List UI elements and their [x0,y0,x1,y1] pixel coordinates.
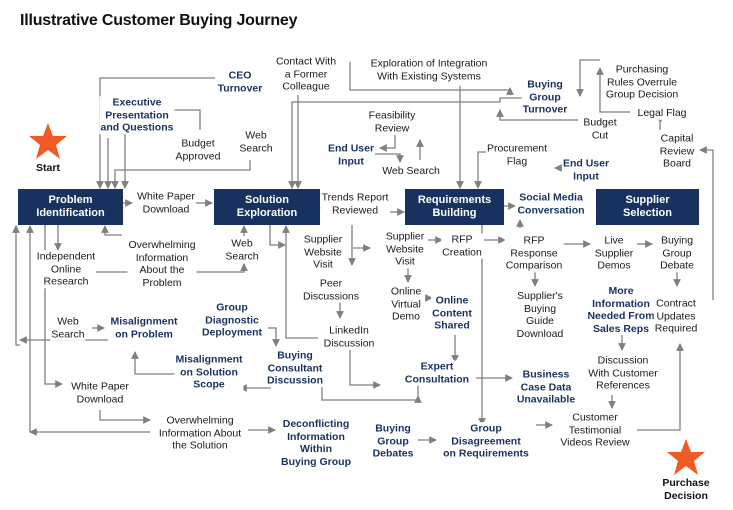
page-title: Illustrative Customer Buying Journey [20,12,298,29]
node-web-search-mid: Web Search [381,164,441,178]
node-supplier-website-2: Supplier Website Visit [384,230,426,268]
node-group-disagreement: Group Disagreement on Requirements [442,422,530,460]
node-legal-flag: Legal Flag [636,106,688,120]
purchase-decision-label: Purchase Decision [662,477,710,502]
node-linkedin-discussion: LinkedIn Discussion [322,324,376,350]
node-peer-discussions: Peer Discussions [301,277,361,303]
start-star-icon [29,123,67,159]
node-buying-group-turnover: Buying Group Turnover [521,78,569,116]
node-executive-presentation: Executive Presentation and Questions [99,96,175,134]
node-social-media-conversation: Social Media Conversation [516,191,586,217]
node-budget-cut: Budget Cut [582,116,618,142]
node-feasibility-review: Feasibility Review [367,109,417,135]
node-procurement-flag: Procurement Flag [485,142,549,168]
purchase-star-icon [667,439,705,475]
start-label: Start [36,162,60,174]
node-buying-group-debate: Buying Group Debate [659,234,695,272]
stage-problem-identification: Problem Identification [18,189,123,225]
stage-supplier-selection: Supplier Selection [596,189,699,225]
node-supplier-website-1: Supplier Website Visit [302,233,344,271]
node-purchasing-rules: Purchasing Rules Overrule Group Decision [604,63,680,101]
node-white-paper-download-2: White Paper Download [70,380,130,406]
node-suppliers-buying-guide: Supplier's Buying Guide Download [515,290,565,340]
node-end-user-input-1: End User Input [326,142,376,168]
node-web-search-2: Web Search [224,237,260,263]
node-overwhelming-solution: Overwhelming Information About the Solut… [157,414,243,452]
node-online-virtual-demo: Online Virtual Demo [389,285,423,323]
node-rfp-response: RFP Response Comparison [504,234,564,272]
node-discussion-customer-references: Discussion With Customer References [587,354,659,392]
node-group-diagnostic-deployment: Group Diagnostic Deployment [200,301,264,339]
node-capital-review-board: Capital Review Board [658,132,696,170]
node-misalignment-solution: Misalignment on Solution Scope [174,353,244,391]
node-contact-former-colleague: Contact With a Former Colleague [274,55,338,93]
node-misalignment-problem: Misalignment on Problem [109,315,179,341]
stage-solution-exploration: Solution Exploration [214,189,320,225]
node-live-supplier-demos: Live Supplier Demos [593,234,635,272]
node-contract-updates: Contract Updates Required [653,297,699,335]
node-web-search-top: Web Search [238,129,274,155]
node-overwhelming-problem: Overwhelming Information About the Probl… [127,239,197,289]
node-trends-report: Trends Report Reviewed [320,191,390,217]
node-deconflicting-information: Deconflicting Information Within Buying … [280,418,352,468]
node-buying-consultant-discussion: Buying Consultant Discussion [265,349,325,387]
node-online-content-shared: Online Content Shared [431,294,473,332]
node-customer-testimonial: Customer Testimonial Videos Review [559,411,631,449]
node-exploration-integration: Exploration of Integration With Existing… [369,57,489,83]
node-web-search-3: Web Search [50,315,86,341]
node-buying-group-debates: Buying Group Debates [371,422,415,460]
node-end-user-input-2: End User Input [561,157,611,183]
node-more-information: More Information Needed From Sales Reps [586,285,656,335]
stage-requirements-building: Requirements Building [405,189,504,225]
node-business-case-unavailable: Business Case Data Unavailable [515,368,577,406]
node-expert-consultation: Expert Consultation [403,360,471,386]
node-budget-approved: Budget Approved [174,137,222,163]
node-white-paper-download-1: White Paper Download [136,190,196,216]
node-ceo-turnover: CEO Turnover [216,69,264,95]
node-independent-research: Independent Online Research [35,250,97,288]
node-rfp-creation: RFP Creation [441,233,483,259]
